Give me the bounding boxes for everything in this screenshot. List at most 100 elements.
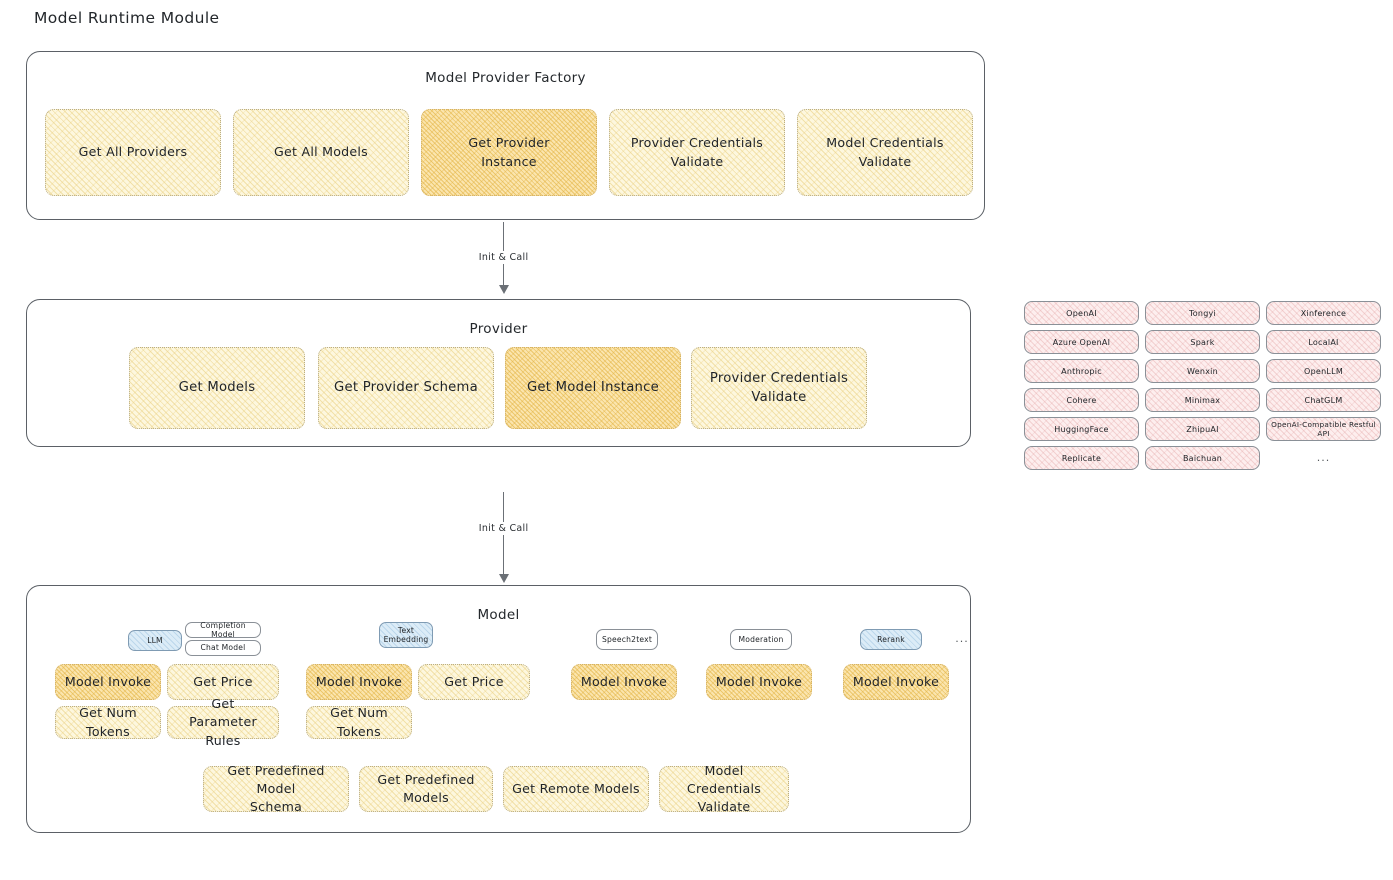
provider-pill-xinference[interactable]: Xinference [1266, 301, 1381, 325]
model-subtype-badge-chat-model[interactable]: Chat Model [185, 640, 261, 656]
provider-pill-huggingface[interactable]: HuggingFace [1024, 417, 1139, 441]
model-provider-factory-card: Model Provider Factory Get All Providers… [26, 51, 985, 220]
model-type-badge-label: Rerank [877, 634, 905, 644]
model-type-badge-moderation[interactable]: Moderation [730, 629, 792, 650]
provider-pill-spark[interactable]: Spark [1145, 330, 1260, 354]
provider-pill-replicate[interactable]: Replicate [1024, 446, 1139, 470]
factory-node-get-all-providers[interactable]: Get All Providers [45, 109, 221, 196]
node-label: Get All Providers [78, 144, 188, 160]
provider-pill-openllm[interactable]: OpenLLM [1266, 359, 1381, 383]
model-provider-factory-title: Model Provider Factory [425, 70, 586, 86]
provider-pill-minimax[interactable]: Minimax [1145, 388, 1260, 412]
provider-pill-label: Minimax [1184, 395, 1221, 405]
provider-pill-chatglm[interactable]: ChatGLM [1266, 388, 1381, 412]
provider-pill-label: Anthropic [1061, 366, 1102, 376]
llm-node-get-num-tokens[interactable]: Get Num Tokens [55, 705, 161, 739]
provider-pill-azure-openai[interactable]: Azure OpenAI [1024, 330, 1139, 354]
text-embedding-node-get-num-tokens[interactable]: Get Num Tokens [306, 705, 412, 739]
node-label: Get Num Tokens [79, 705, 137, 739]
connector-factory-to-provider: Init & Call [474, 222, 533, 295]
model-type-badge-label: Moderation [738, 634, 784, 644]
provider-node-get-models[interactable]: Get Models [129, 347, 305, 429]
node-label: Model Invoke [580, 673, 668, 689]
provider-node-get-model-instance[interactable]: Get Model Instance [505, 347, 681, 429]
model-type-badge-llm[interactable]: LLM [128, 630, 182, 651]
node-label: Get Models [178, 380, 256, 396]
provider-pill-anthropic[interactable]: Anthropic [1024, 359, 1139, 383]
model-subtype-badge-label: Chat Model [200, 643, 246, 653]
provider-pill-tongyi[interactable]: Tongyi [1145, 301, 1260, 325]
provider-pill-label: Wenxin [1187, 366, 1218, 376]
node-label: Get Model Instance [526, 380, 660, 396]
node-label: Get Remote Models [512, 780, 640, 796]
model-groups-ellipsis: ... [955, 632, 969, 645]
provider-pill-zhipuai[interactable]: ZhipuAI [1145, 417, 1260, 441]
node-label: Get Price [193, 673, 253, 689]
arrowhead-icon [498, 574, 509, 583]
provider-pill-openai-compatible-restful-api[interactable]: OpenAI-Compatible Restful API [1266, 417, 1381, 441]
provider-pill-label: OpenAI-Compatible Restful API [1271, 420, 1376, 438]
node-label: Model Invoke [852, 673, 940, 689]
provider-list: OpenAI Azure OpenAI Anthropic Cohere Hug… [1024, 301, 1381, 476]
provider-pill-baichuan[interactable]: Baichuan [1145, 446, 1260, 470]
node-label: Model Invoke [715, 673, 803, 689]
llm-node-model-invoke[interactable]: Model Invoke [55, 664, 161, 700]
connector-provider-to-model: Init & Call [474, 492, 533, 584]
text-embedding-node-model-invoke[interactable]: Model Invoke [306, 664, 412, 700]
moderation-node-model-invoke[interactable]: Model Invoke [706, 664, 812, 700]
model-title: Model [477, 607, 520, 623]
node-label: Model Invoke [64, 673, 152, 689]
model-type-badge-rerank[interactable]: Rerank [860, 629, 922, 650]
provider-pill-label: ZhipuAI [1186, 424, 1219, 434]
provider-title: Provider [469, 321, 528, 337]
provider-pill-label: Baichuan [1182, 453, 1223, 463]
model-type-badge-label: LLM [147, 635, 163, 645]
model-subtype-badge-label: Completion Model [200, 620, 246, 639]
provider-node-get-provider-schema[interactable]: Get Provider Schema [318, 347, 494, 429]
model-type-badge-speech2text[interactable]: Speech2text [596, 629, 658, 650]
node-label: Get Price [444, 673, 504, 689]
provider-pill-wenxin[interactable]: Wenxin [1145, 359, 1260, 383]
factory-node-get-all-models[interactable]: Get All Models [233, 109, 409, 196]
connector-label: Init & Call [474, 251, 533, 264]
model-card: Model LLM Completion Model Chat Model Mo… [26, 585, 986, 848]
rerank-node-model-invoke[interactable]: Model Invoke [843, 664, 949, 700]
provider-pill-label: Xinference [1300, 308, 1347, 318]
model-type-badge-label: Speech2text [602, 634, 652, 644]
provider-pill-label: OpenLLM [1304, 366, 1343, 376]
provider-pill-label: OpenAI [1066, 308, 1097, 318]
provider-pill-label: HuggingFace [1054, 424, 1109, 434]
speech2text-node-model-invoke[interactable]: Model Invoke [571, 664, 677, 700]
model-subtype-badge-completion-model[interactable]: Completion Model [185, 620, 261, 639]
node-label: Get Num Tokens [330, 705, 388, 739]
model-common-node-get-remote-models[interactable]: Get Remote Models [503, 766, 649, 812]
provider-card: Provider Get Models Get Provider Schema … [26, 299, 986, 462]
provider-pill-label: Tongyi [1188, 308, 1217, 318]
provider-pill-label: Spark [1190, 337, 1215, 347]
provider-pill-label: Cohere [1066, 395, 1097, 405]
provider-pill-cohere[interactable]: Cohere [1024, 388, 1139, 412]
node-label: Get Provider Schema [334, 380, 478, 396]
node-label: Model Invoke [315, 673, 403, 689]
llm-node-get-price[interactable]: Get Price [167, 664, 279, 700]
text-embedding-node-get-price[interactable]: Get Price [418, 664, 530, 700]
provider-pill-label: LocalAI [1308, 337, 1339, 347]
provider-pill-label: ChatGLM [1304, 395, 1343, 405]
provider-pill-openai[interactable]: OpenAI [1024, 301, 1139, 325]
provider-pill-localai[interactable]: LocalAI [1266, 330, 1381, 354]
